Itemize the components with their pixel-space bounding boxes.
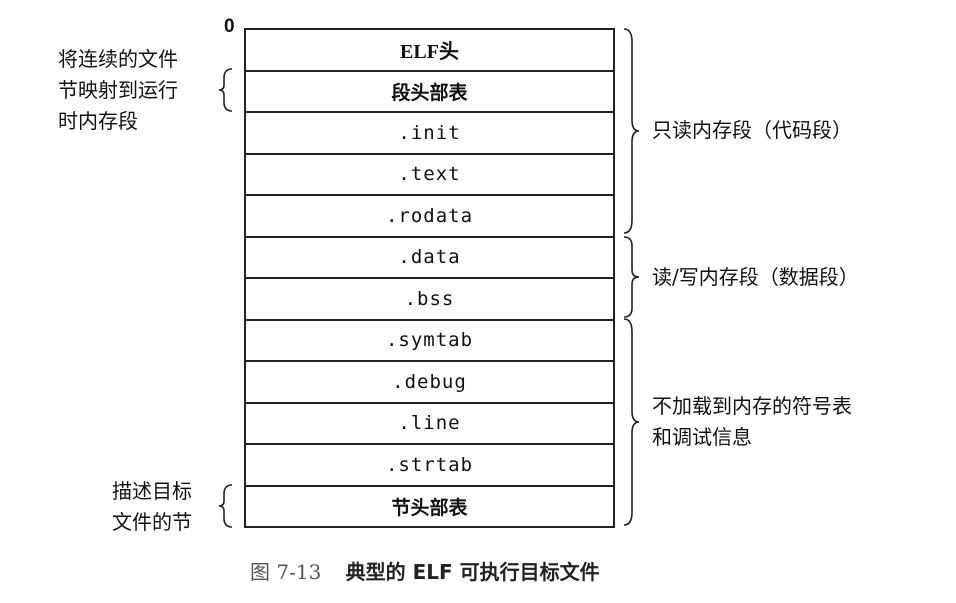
mapped-line-1: 将连续的文件	[58, 47, 178, 71]
section-row: 节头部表	[246, 487, 613, 528]
section-row: .debug	[246, 362, 613, 404]
figure-number: 图 7-13	[250, 560, 322, 584]
section-row: ELF头	[246, 30, 613, 72]
mapped-segments-annotation: 将连续的文件 节映射到运行 时内存段	[58, 44, 178, 137]
not-loaded-line-2: 和调试信息	[652, 425, 752, 449]
section-row: .init	[246, 113, 613, 155]
section-row: .text	[246, 155, 613, 196]
not-loaded-line-1: 不加载到内存的符号表	[652, 394, 852, 418]
describe-line-2: 文件的节	[112, 510, 192, 534]
figure-title: 典型的 ELF 可执行目标文件	[345, 560, 600, 584]
right-brace-notloaded	[623, 318, 640, 526]
left-brace-header	[218, 68, 233, 112]
not-loaded-annotation: 不加载到内存的符号表 和调试信息	[652, 391, 852, 453]
section-row: .symtab	[246, 321, 613, 362]
mapped-line-3: 时内存段	[58, 109, 138, 133]
figure-caption: 图 7-13 典型的 ELF 可执行目标文件	[250, 556, 600, 585]
readonly-segment-label: 只读内存段（代码段）	[652, 118, 852, 142]
describe-line-1: 描述目标	[112, 479, 192, 503]
right-brace-readwrite	[623, 236, 640, 318]
describe-sections-annotation: 描述目标 文件的节	[112, 476, 192, 538]
readwrite-segment-label: 读/写内存段（数据段）	[652, 265, 859, 289]
section-row: .rodata	[246, 196, 613, 238]
mapped-line-2: 节映射到运行	[58, 78, 178, 102]
section-row: 段头部表	[246, 72, 613, 113]
origin-offset-label: 0	[224, 16, 235, 37]
left-brace-section-header	[218, 484, 233, 528]
elf-section-table: ELF头段头部表.init.text.rodata.data.bss.symta…	[244, 28, 615, 528]
section-row: .data	[246, 238, 613, 279]
section-row: .bss	[246, 279, 613, 321]
section-row: .line	[246, 404, 613, 445]
right-brace-readonly	[623, 28, 640, 234]
section-row: .strtab	[246, 445, 613, 487]
